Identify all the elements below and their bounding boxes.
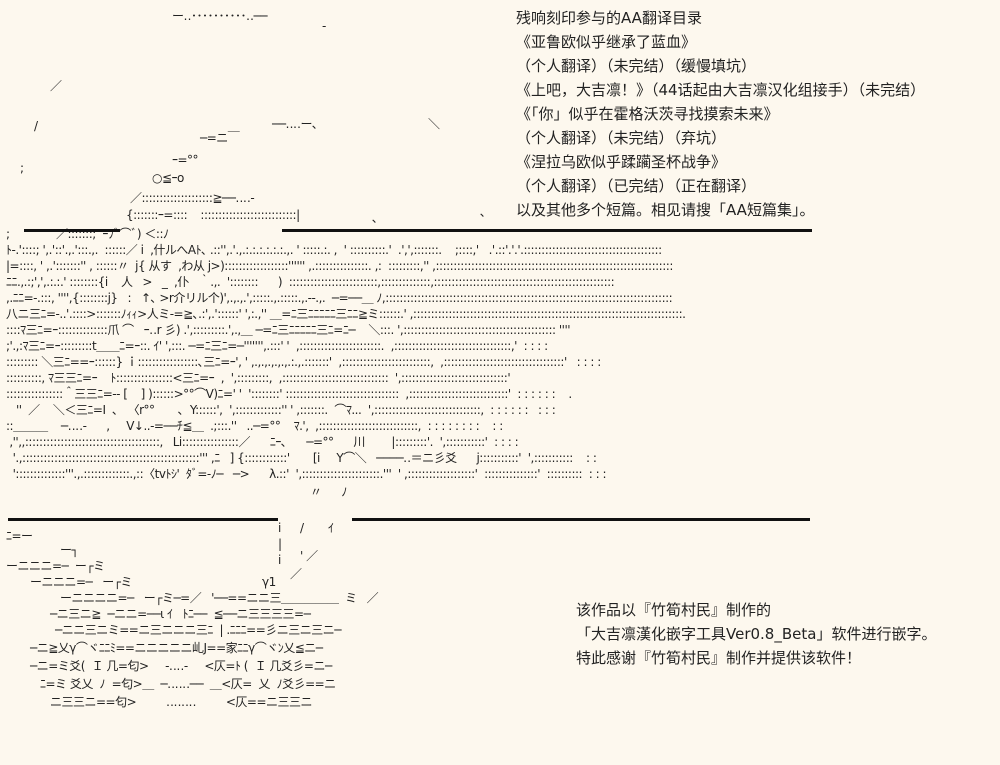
ascii-art-line: ,.ﾆﾆ=-.:::, '''',{::::::::j} : ↑､ >r介リル个… bbox=[6, 291, 673, 305]
ascii-art-line: ーニニニ=─ ー┌ミ bbox=[6, 559, 105, 573]
credits-line: 特此感谢『竹筍村民』制作并提供该软件！ bbox=[576, 649, 862, 667]
ascii-art-line: ／ bbox=[290, 567, 302, 581]
ascii-art-line: ─ニ≧乂γ⌒ヾﾆﾆﾐ==ニニニニニ乢J==家ﾆﾆγ⌒ヾﾝ乂≦ニ─ bbox=[30, 641, 323, 655]
ascii-art-line: '.,:::::::::::::::::::::::::::::::::::::… bbox=[6, 451, 597, 465]
ascii-art-line: ○≦ｰo bbox=[152, 171, 184, 185]
ascii-art-line: '' ／ ＼＜三ﾆ=I ､ 〈r°° ､ Y::::::', ',:::::::… bbox=[6, 403, 556, 417]
ascii-art-line: ;'.,:ﾏ三ﾆ=ｰ:::::::::t＿＿ﾆ=ｰ::. ｲ' ',:::. ─… bbox=[6, 339, 548, 353]
ascii-art-line: ／::::::::::::::::::::≧──‥‥- bbox=[130, 191, 255, 205]
ascii-art-line: ､ bbox=[372, 211, 378, 225]
ascii-art-line: ,'',,:::::::::::::::::::::::::::::::::::… bbox=[6, 435, 519, 449]
ascii-art-line: ─=ニ￣ bbox=[200, 131, 240, 145]
ascii-art-line: ──‥‥ー､ bbox=[272, 117, 318, 131]
ascii-art-line: ::::ﾏ三ﾆ=ｰ::::::::::::::爪 ⌒ ｰ‥r 彡) .',:::… bbox=[6, 323, 571, 337]
ascii-art-line: i bbox=[278, 553, 281, 567]
ascii-art-line: ー‥･･････････‥── bbox=[172, 9, 267, 23]
ascii-art-line: ' ／ bbox=[300, 549, 318, 563]
horizontal-rule bbox=[282, 229, 812, 232]
horizontal-rule bbox=[24, 229, 120, 232]
ascii-art-line: γ1 bbox=[262, 575, 276, 589]
ascii-art-line: ::::::::::, ﾏ三三ﾆ=ｰ ﾄ::::::::::::::::<三ﾆ=… bbox=[6, 371, 511, 385]
ascii-art-line: {:::::::ｰ=:::: :::::::::::::::::::::::::… bbox=[126, 208, 300, 222]
ascii-art-line: '::::::::::::::'''.,.:::::::::::::.,::〈t… bbox=[6, 467, 607, 481]
ascii-art-line: ::＿＿＿ ─‥‥- , V↓..-=──ﾁ≦＿ .;:::.'' ..─=°°… bbox=[6, 419, 503, 433]
ascii-art-line: ＼ bbox=[428, 117, 440, 131]
ascii-art-line: ─ニ=ミ爻( Ｉ 几=匂> -‥‥- <仄=ﾄ ( Ｉ 几爻彡=ニ─ bbox=[30, 659, 332, 673]
catalog-line: 《涅拉乌欧似乎蹂躏圣杯战争》 bbox=[516, 153, 727, 171]
ascii-art-line: ﾆﾆ.,.:;',',.:.:.' ::::::::{i 人 > _ ,仆 ｀.… bbox=[6, 275, 615, 289]
catalog-title: 残响刻印参与的AA翻译目录 bbox=[516, 9, 702, 27]
ascii-art-line: ｲ bbox=[328, 521, 334, 535]
ascii-art-line: - bbox=[322, 19, 326, 33]
ascii-art-line: ::::::::::::::::＾三三ﾆ=-- [ ] )::::::>°°⌒V… bbox=[6, 387, 572, 401]
ascii-art-line: ﾆ=ミ 爻乂 ﾉ =匂>＿ ─‥‥‥── ＿<仄= 乂 ﾉ爻彡==ニ bbox=[40, 677, 336, 691]
catalog-line: 《上吧，大吉凛！》（44话起由大吉凛汉化组接手）（未完结） bbox=[516, 81, 926, 99]
ascii-art-line: ／ bbox=[50, 79, 62, 93]
ascii-art-line: ー┐ bbox=[60, 543, 79, 557]
catalog-line: 以及其他多个短篇。相见请搜「AA短篇集」。 bbox=[516, 201, 815, 219]
catalog-line: （个人翻译）（未完结）（缓慢填坑） bbox=[516, 57, 757, 75]
ascii-art-line: / bbox=[300, 521, 304, 535]
catalog-line: 《亚鲁欧似乎继承了蓝血》 bbox=[516, 33, 697, 51]
ascii-art-line: ─ニ三ニ≧ ─ニニ=──ι ｲ ﾄﾆ── ≦──ニ三三三三=─ bbox=[50, 607, 311, 621]
ascii-art-line: ::::::::: ＼三ﾆ==ｰ::::::} ｉ:::::::::::::::… bbox=[6, 355, 601, 369]
catalog-line: 《「你」似乎在霍格沃茨寻找摸索未来》 bbox=[516, 105, 779, 123]
ascii-art-line: ーニニニニ=─ ー┌ミ─=／ '──==ニニ三＿＿＿＿＿ ミ ／ bbox=[60, 591, 379, 605]
catalog-line: （个人翻译）（已完结）（正在翻译） bbox=[516, 177, 757, 195]
ascii-art-line: ; bbox=[20, 161, 24, 175]
catalog-line: （个人翻译）（未完结）（弃坑） bbox=[516, 129, 727, 147]
horizontal-rule bbox=[352, 518, 810, 521]
ascii-art-line: ､ bbox=[480, 205, 486, 219]
ascii-art-line: / bbox=[34, 119, 38, 133]
translation-catalog: 残响刻印参与的AA翻译目录 《亚鲁欧似乎继承了蓝血》 （个人翻译）（未完结）（缓… bbox=[516, 6, 925, 222]
ascii-art-line: 〃 ﾉ bbox=[310, 485, 347, 499]
ascii-art-line: 八ニ三ﾆ=-..'.::::>:::::::ﾉｨｨ>人ミ-=≧､.:',.'::… bbox=[6, 307, 686, 321]
ascii-art-line: ーニニニ=─ ー┌ミ bbox=[30, 575, 132, 589]
ascii-art-line: ニ三三ニ==匂> ‥‥‥‥ <仄==ニ三三ニ bbox=[50, 695, 313, 709]
horizontal-rule bbox=[8, 518, 278, 521]
typesetting-credits: 该作品以『竹筍村民』制作的 「大吉凛漢化嵌字工具Ver0.8_Beta」软件进行… bbox=[576, 598, 936, 670]
ascii-art-line: |=::::, ' ,.':::::::'' , ::::::〃 j{ 从す ,… bbox=[6, 259, 673, 273]
credits-line: 「大吉凛漢化嵌字工具Ver0.8_Beta」软件进行嵌字。 bbox=[576, 625, 937, 643]
ascii-art-line: | bbox=[278, 537, 282, 551]
ascii-art-line: ─ニニ三ニミ==ニ三ニニニ三ﾆ | .ﾆﾆﾆ==彡ニ三ニ三ニ─ bbox=[55, 623, 341, 637]
credits-line: 该作品以『竹筍村民』制作的 bbox=[576, 601, 772, 619]
ascii-art-line: i bbox=[278, 521, 281, 535]
ascii-art-line: ﾆ=ー bbox=[6, 529, 33, 543]
ascii-art-line: ﾄ-.'::::; ',.'::'.,.':::.,. ::::::／ i ,什… bbox=[6, 243, 662, 257]
ascii-art-line: ｰ=°° bbox=[172, 153, 199, 167]
